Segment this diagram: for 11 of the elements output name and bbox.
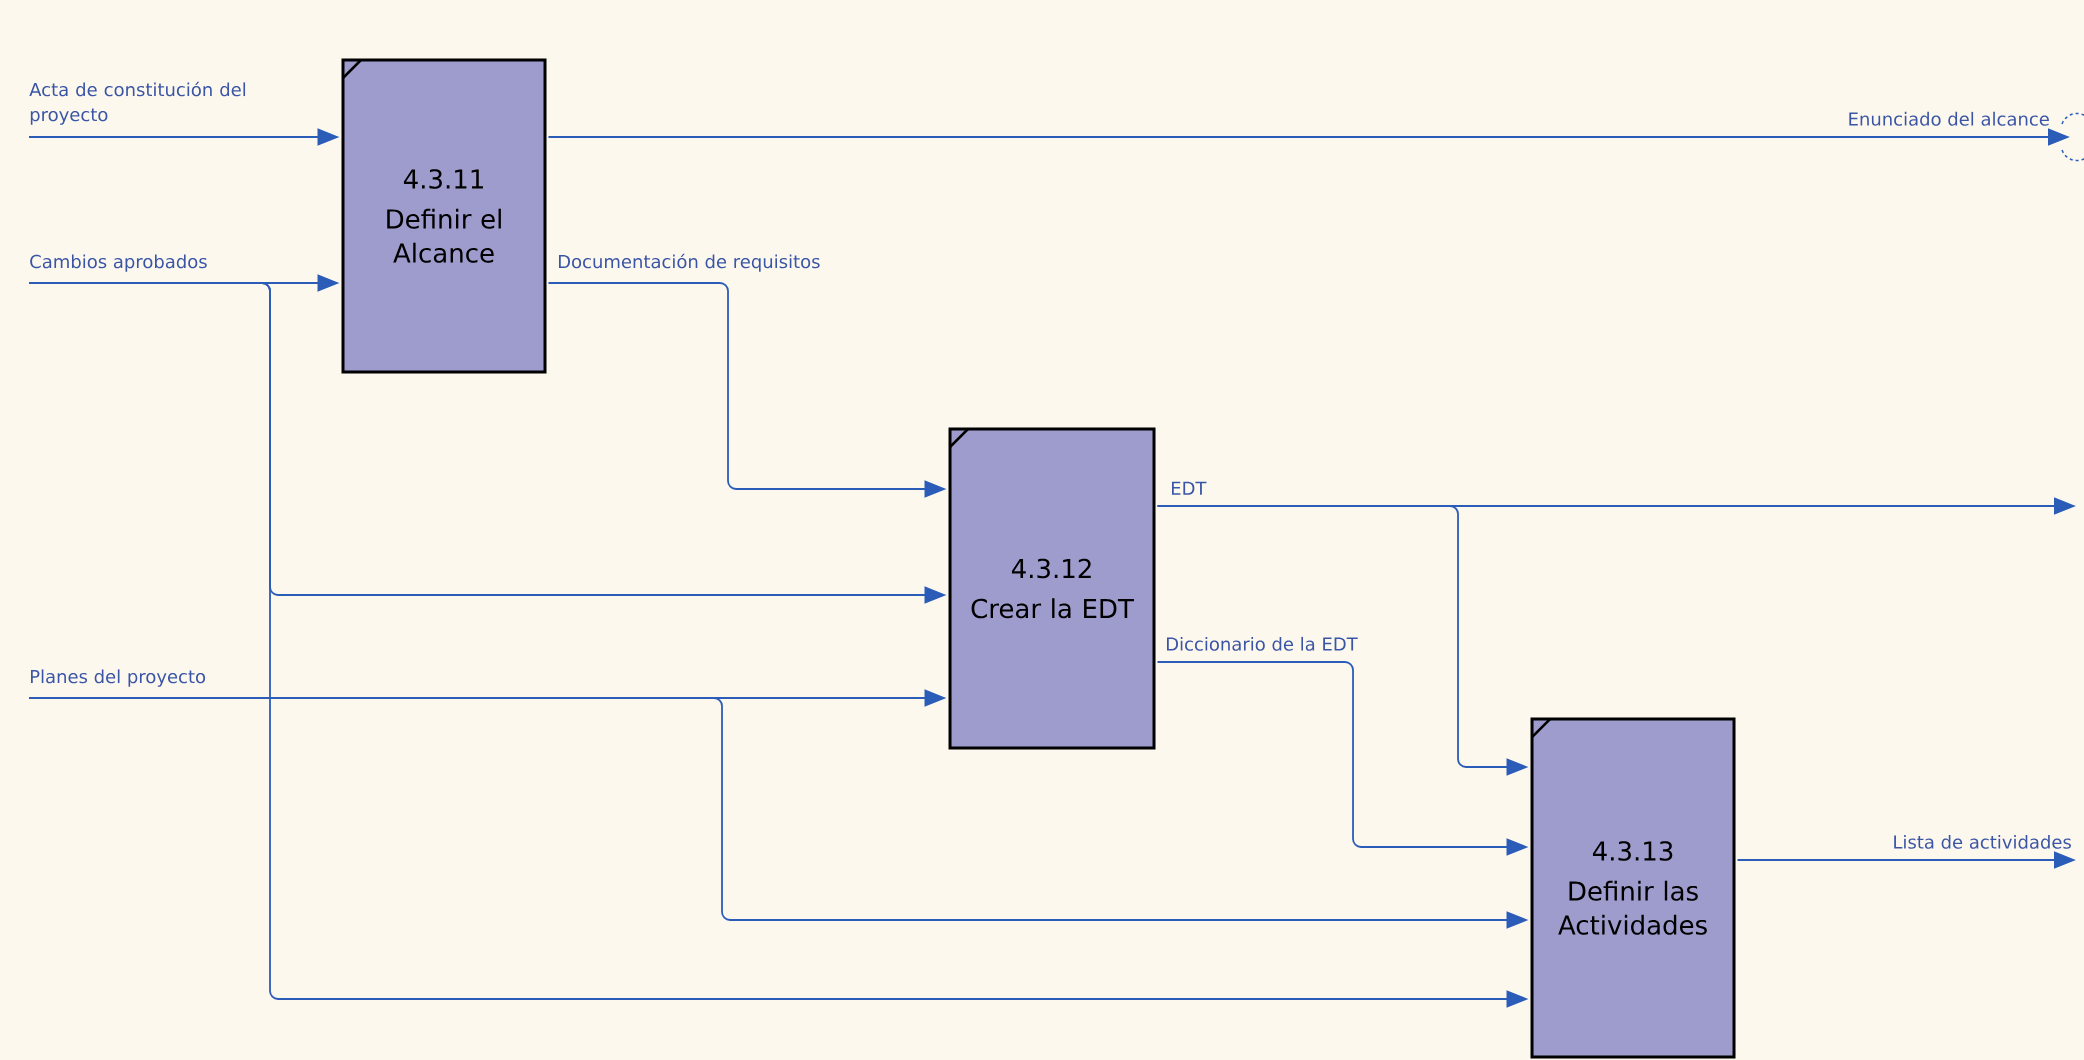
edge-label: Planes del proyecto xyxy=(30,669,206,687)
edge-label: Lista de actividades xyxy=(1894,834,2071,849)
edge-label: EDT xyxy=(1172,481,1207,495)
edge-label: Documentación de requisitos xyxy=(559,253,820,272)
process-box: 4.3.12 Crear la EDT xyxy=(948,427,1156,750)
edge-label: Acta de constitución del proyecto xyxy=(29,81,246,125)
edge-label: Enunciado del alcance xyxy=(1849,111,2049,126)
process-box: 4.3.11 Definir el Alcance xyxy=(341,58,547,374)
process-box: 4.3.13 Definir las Actividades xyxy=(1530,717,1736,1059)
edge-label: Diccionario de la EDT xyxy=(1167,636,1358,651)
edge-label: Cambios aprobados xyxy=(30,254,207,272)
